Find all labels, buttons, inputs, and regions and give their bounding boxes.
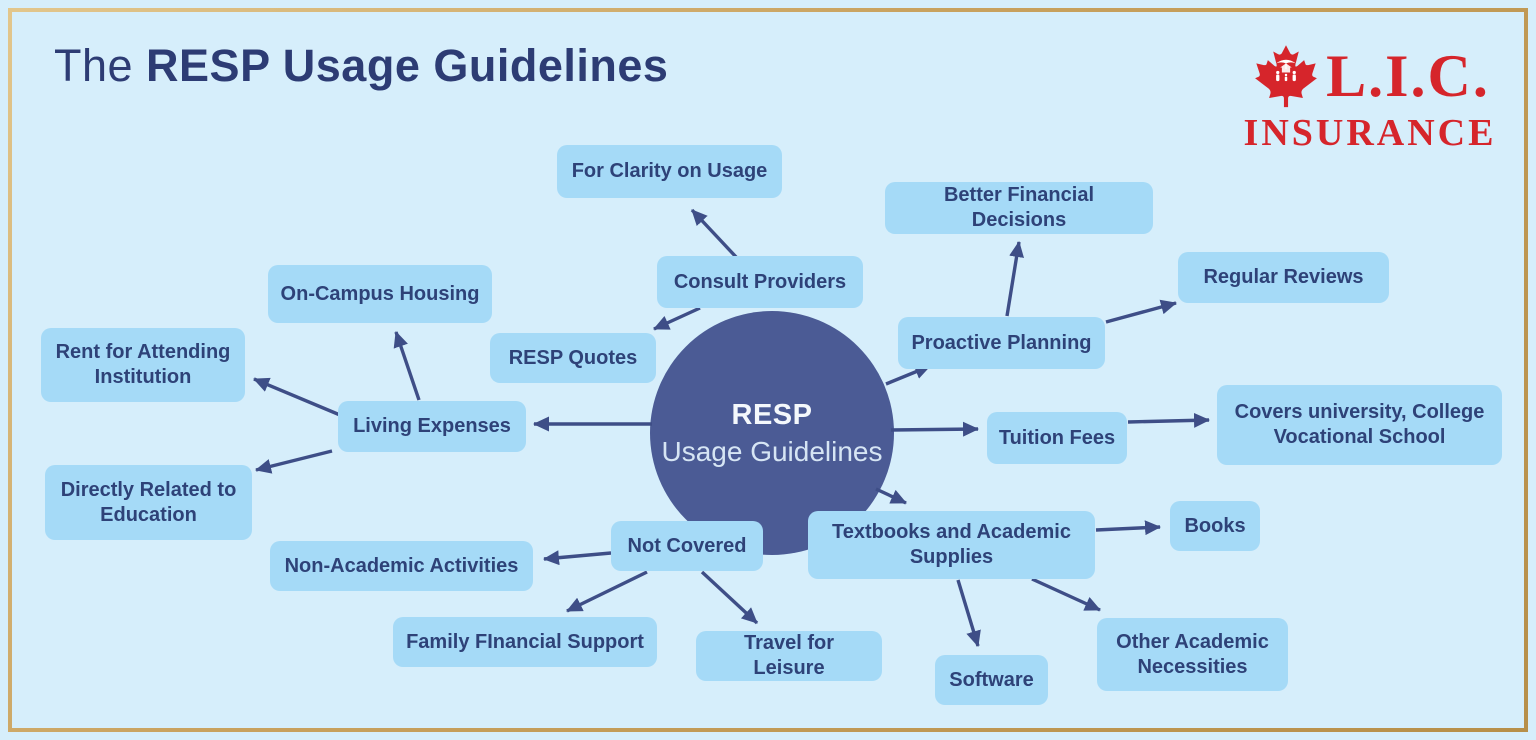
arrow-consult-to-quotes	[653, 306, 701, 331]
node-regular-reviews: Regular Reviews	[1178, 252, 1389, 303]
node-software: Software	[935, 655, 1048, 705]
family-umbrella-silhouette	[1276, 59, 1297, 82]
node-other-academic-necessities: Other Academic Necessities	[1097, 618, 1288, 691]
lic-insurance-logo: L.I.C. INSURANCE	[1214, 42, 1526, 152]
node-resp-quotes: RESP Quotes	[490, 333, 656, 383]
node-directly-related-to-education: Directly Related to Education	[45, 465, 252, 540]
node-living-expenses: Living Expenses	[338, 401, 526, 452]
node-on-campus-housing: On-Campus Housing	[268, 265, 492, 323]
node-non-academic-activities: Non-Academic Activities	[270, 541, 533, 591]
logo-top-row: L.I.C.	[1214, 42, 1526, 110]
arrow-proactive-to-regular	[1105, 299, 1177, 324]
arrow-textbooks-to-software	[956, 579, 981, 647]
node-proactive-planning: Proactive Planning	[898, 317, 1105, 369]
arrow-textbooks-to-books	[1095, 520, 1161, 536]
arrow-tuition-to-covers	[1127, 412, 1210, 428]
arrow-living-to-rent	[253, 377, 341, 417]
arrow-consult-to-clarity	[690, 208, 739, 260]
node-tuition-fees: Tuition Fees	[987, 412, 1127, 464]
node-textbooks-and-academic-supplies: Textbooks and Academic Supplies	[808, 511, 1095, 579]
page-title: The RESP Usage Guidelines	[54, 40, 668, 92]
logo-name: L.I.C.	[1326, 43, 1490, 109]
arrow-notcovered-to-nonacademic	[543, 550, 612, 566]
node-covers-university: Covers university, College Vocational Sc…	[1217, 385, 1502, 465]
node-rent-for-attending-institution: Rent for Attending Institution	[41, 328, 245, 402]
arrow-living-to-directly	[255, 449, 333, 474]
arrow-living-to-oncampus	[393, 331, 421, 401]
maple-leaf-icon	[1255, 45, 1318, 108]
node-not-covered: Not Covered	[611, 521, 763, 571]
logo-subtitle: INSURANCE	[1243, 112, 1497, 154]
node-family-financial-support: Family FInancial Support	[393, 617, 657, 667]
node-consult-providers: Consult Providers	[657, 256, 863, 308]
arrow-notcovered-to-travel	[700, 570, 759, 625]
arrow-center-to-textbooks	[875, 487, 907, 505]
node-better-financial-decisions: Better Financial Decisions	[885, 182, 1153, 234]
arrow-proactive-to-better	[1005, 241, 1025, 317]
title-prefix: The	[54, 40, 147, 91]
node-travel-for-leisure: Travel for Leisure	[696, 631, 882, 681]
node-for-clarity-on-usage: For Clarity on Usage	[557, 145, 782, 198]
arrow-center-to-tuition	[890, 421, 979, 437]
title-emphasis: RESP Usage Guidelines	[146, 40, 669, 91]
arrow-textbooks-to-other	[1031, 577, 1101, 612]
node-books: Books	[1170, 501, 1260, 551]
arrow-notcovered-to-family	[566, 570, 648, 613]
